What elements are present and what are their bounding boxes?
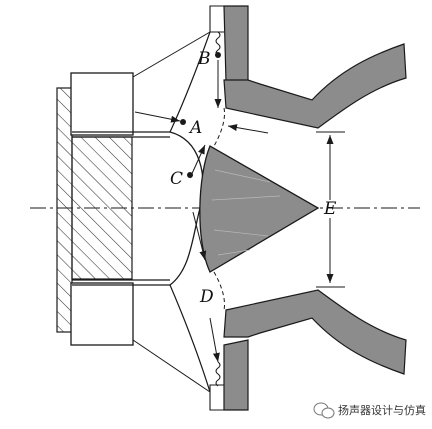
mount-bracket-bottom <box>209 384 224 411</box>
label-c: C <box>170 169 183 189</box>
mount-bracket-top <box>209 5 224 33</box>
wechat-icon <box>313 402 335 419</box>
chamber-outline-bottom <box>213 271 225 311</box>
magnet-top <box>70 72 134 136</box>
dimension-arrows <box>134 60 345 363</box>
horn-wall-top <box>223 43 407 129</box>
point-b-dot <box>215 52 221 58</box>
horn-wall-bottom <box>223 289 407 375</box>
watermark-text: 扬声器设计与仿真 <box>338 403 426 417</box>
label-a: A <box>188 118 202 138</box>
watermark: 扬声器设计与仿真 <box>313 402 426 419</box>
phase-plug <box>199 145 320 273</box>
spring-top <box>215 31 221 57</box>
front-plate <box>223 5 249 411</box>
frame-lines <box>132 31 211 393</box>
label-d: D <box>199 287 214 307</box>
spring-bottom <box>215 361 221 387</box>
voice-coil-gap <box>72 131 170 286</box>
label-b: B <box>197 49 211 69</box>
chamber-outline-top <box>213 107 225 147</box>
magnet-bottom <box>70 282 134 346</box>
label-e: E <box>323 199 337 219</box>
point-a-dot <box>180 119 186 125</box>
back-plate <box>56 87 133 333</box>
phase-plug-texture <box>211 169 281 256</box>
